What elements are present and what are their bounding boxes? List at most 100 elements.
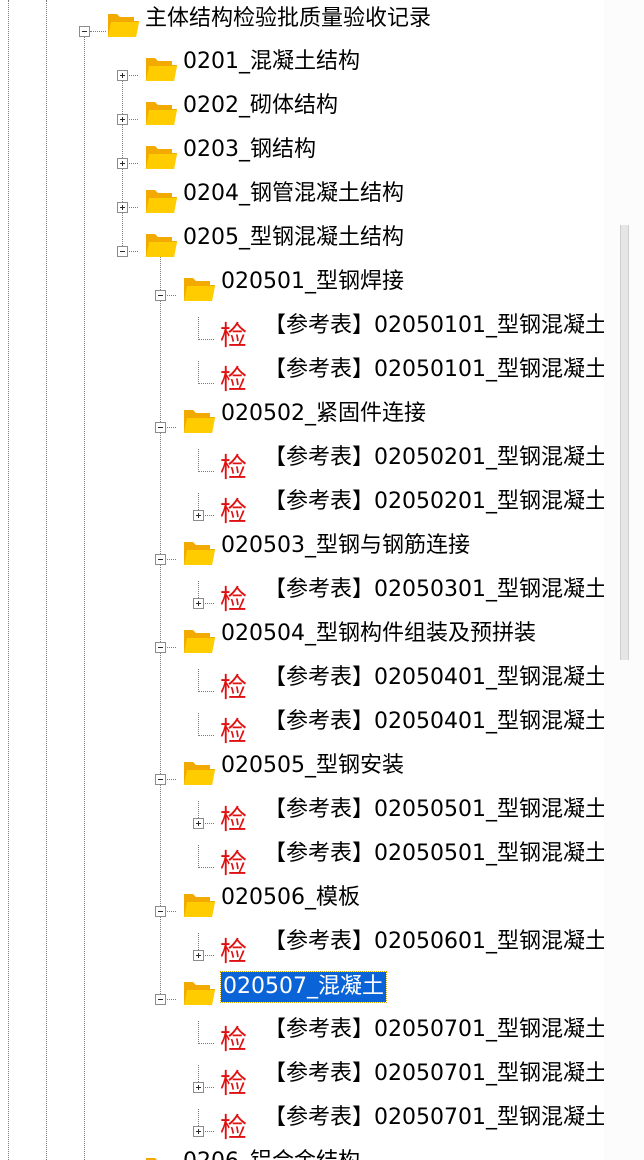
collapse-toggle[interactable] [155,422,166,433]
tree-connector-line [122,251,138,252]
collapse-toggle[interactable] [155,994,166,1005]
tree-connector-line [198,955,214,956]
expand-toggle[interactable] [117,114,128,125]
tree-connector-line [198,691,214,692]
inspection-icon: 检 [220,937,247,968]
folder-open-icon [144,185,178,215]
tree-leaf-label[interactable]: 【参考表】02050701_型钢混凝土 [264,1017,604,1042]
expand-toggle[interactable] [193,1126,204,1137]
tree-connector-line [198,845,199,868]
tree-connector-line [122,163,138,164]
tree-leaf-label[interactable]: 【参考表】02050501_型钢混凝土 [264,841,604,866]
tree-folder-label[interactable]: 0205_型钢混凝土结构 [183,225,404,250]
folder-open-icon [182,273,216,303]
tree-folder-label[interactable]: 0201_混凝土结构 [183,49,360,74]
tree-leaf-label[interactable]: 【参考表】02050601_型钢混凝土 [264,929,604,954]
root-collapse-toggle[interactable] [79,26,90,37]
tree-leaf-label[interactable]: 【参考表】02050401_型钢混凝土 [264,709,604,734]
tree-connector-line [160,559,176,560]
expand-toggle[interactable] [193,950,204,961]
tree-connector-line [198,735,214,736]
expand-toggle[interactable] [117,70,128,81]
tree-leaf-label[interactable]: 【参考表】02050101_型钢混凝土 [264,357,604,382]
tree-leaf-label[interactable]: 【参考表】02050701_型钢混凝土 [264,1105,604,1130]
tree-connector-line [198,823,214,824]
inspection-icon: 检 [220,497,247,528]
inspection-icon: 检 [220,321,247,352]
tree-connector-line [198,471,214,472]
collapse-toggle[interactable] [155,774,166,785]
tree-leaf-label[interactable]: 【参考表】02050201_型钢混凝土 [264,489,604,514]
folder-open-icon [182,889,216,919]
vertical-scrollbar[interactable] [604,0,644,1160]
tree-leaf-label[interactable]: 【参考表】02050201_型钢混凝土 [264,445,604,470]
tree-connector-line [198,713,199,736]
tree-connector-line [198,669,199,692]
folder-open-icon [144,141,178,171]
folder-open-icon [106,9,140,39]
inspection-icon: 检 [220,673,247,704]
folder-open-icon [144,97,178,127]
collapse-toggle[interactable] [117,246,128,257]
tree-connector-line [198,1043,214,1044]
tree-connector-line [198,1131,214,1132]
inspection-icon: 检 [220,585,247,616]
expand-toggle[interactable] [193,510,204,521]
tree-leaf-label[interactable]: 【参考表】02050401_型钢混凝土 [264,665,604,690]
tree-connector-line [90,31,106,32]
tree-folder-label[interactable]: 020506_模板 [221,885,360,910]
inspection-icon: 检 [220,1113,247,1144]
collapse-toggle[interactable] [155,290,166,301]
tree-view[interactable]: 主体结构检验批质量验收记录 0201_混凝土结构 0202_砌体结构 0203_钢结构… [0,0,604,1160]
inspection-icon: 检 [220,453,247,484]
tree-folder-label[interactable]: 020507_混凝土 [220,971,387,1003]
tree-leaf-label[interactable]: 【参考表】02050501_型钢混凝土 [264,797,604,822]
folder-open-icon [144,1153,178,1160]
inspection-icon: 检 [220,805,247,836]
tree-connector-line [198,1021,199,1044]
tree-folder-label[interactable]: 020504_型钢构件组装及预拼装 [221,621,536,646]
tree-connector-line [8,0,9,1160]
expand-toggle[interactable] [193,598,204,609]
tree-connector-line [198,515,214,516]
tree-connector-line [198,449,199,472]
tree-folder-label[interactable]: 020503_型钢与钢筋连接 [221,533,470,558]
tree-folder-label[interactable]: 020501_型钢焊接 [221,269,404,294]
tree-connector-line [122,207,138,208]
tree-connector-line [84,32,85,1160]
expand-toggle[interactable] [193,1082,204,1093]
expand-toggle[interactable] [117,202,128,213]
tree-leaf-label[interactable]: 【参考表】02050301_型钢混凝土 [264,577,604,602]
tree-connector-line [198,933,199,956]
inspection-icon: 检 [220,1025,247,1056]
tree-connector-line [160,250,161,998]
folder-open-icon [182,625,216,655]
tree-connector-line [198,1087,214,1088]
tree-folder-label[interactable]: 0204_钢管混凝土结构 [183,181,404,206]
inspection-icon: 检 [220,717,247,748]
tree-connector-line [46,0,47,1160]
scrollbar-thumb[interactable] [620,225,629,660]
collapse-toggle[interactable] [155,906,166,917]
tree-folder-label[interactable]: 020502_紧固件连接 [221,401,426,426]
tree-connector-line [198,1109,199,1132]
collapse-toggle[interactable] [155,554,166,565]
expand-toggle[interactable] [117,158,128,169]
tree-connector-line [198,317,199,340]
expand-toggle[interactable] [193,818,204,829]
tree-root-label[interactable]: 主体结构检验批质量验收记录 [145,6,432,31]
tree-folder-label[interactable]: 0206_铝合金结构 [183,1147,360,1160]
tree-folder-label[interactable]: 020505_型钢安装 [221,753,404,778]
tree-connector-line [198,383,214,384]
tree-connector-line [160,647,176,648]
tree-connector-line [160,295,176,296]
inspection-icon: 检 [220,1069,247,1100]
tree-folder-label[interactable]: 0203_钢结构 [183,137,316,162]
tree-leaf-label[interactable]: 【参考表】02050701_型钢混凝土 [264,1061,604,1086]
tree-connector-line [198,493,199,516]
tree-connector-line [122,119,138,120]
folder-open-icon [144,229,178,259]
collapse-toggle[interactable] [155,642,166,653]
tree-folder-label[interactable]: 0202_砌体结构 [183,93,338,118]
tree-leaf-label[interactable]: 【参考表】02050101_型钢混凝土 [264,313,604,338]
